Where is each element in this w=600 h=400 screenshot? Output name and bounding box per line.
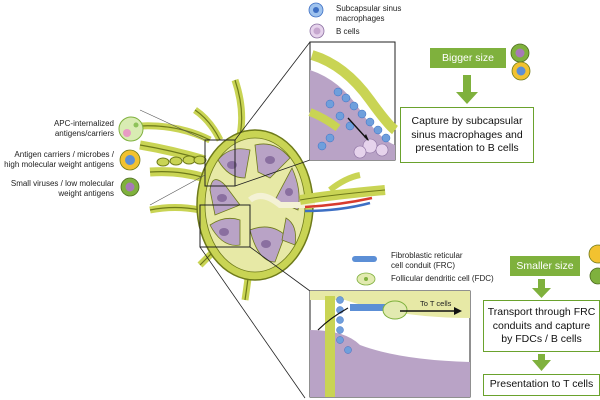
lower-inset [309,290,471,398]
small-virus-icon [120,177,140,197]
lymph-node [196,129,315,281]
label-small-viruses: Small viruses / low molecular weight ant… [10,179,114,198]
smaller-particle-icon-2 [589,267,600,285]
bigger-size-box: Bigger size [430,48,506,68]
bigger-particle-icon-2 [511,61,531,81]
fdc-legend-icon [356,272,376,286]
flow-arrow-bigger [456,75,478,104]
frc-legend-icon [352,256,377,262]
label-pointers [139,109,206,206]
label-antigen-carriers: Antigen carriers / microbes / high molec… [4,150,114,169]
to-t-cells-label: To T cells [420,299,452,308]
upper-inset [308,41,399,161]
smaller-size-result-box: Transport through FRC conduits and captu… [483,300,600,352]
legend-frc-label: Fibroblastic reticular cell conduit (FRC… [391,251,463,270]
efferent-vessels [299,172,386,213]
label-apc-internalized: APC-internalized antigens/carriers [53,119,114,138]
beaded-vessel [156,155,207,167]
bcell-legend-icon [309,23,325,39]
flow-arrow-smaller-1 [532,279,551,298]
zoom-box-upper [204,139,236,187]
flow-arrow-smaller-2 [532,354,551,371]
legend-bcell-label: B cells [336,27,360,36]
large-particle-icon [119,149,141,171]
presentation-t-cells-box: Presentation to T cells [483,374,600,396]
bigger-particle-icon-1 [510,43,530,63]
smaller-size-box: Smaller size [510,256,580,276]
legend-fdc-label: Follicular dendritic cell (FDC) [391,274,494,283]
bigger-size-result-box: Capture by subcapsular sinus macrophages… [400,107,534,163]
zoom-box-lower [199,204,251,248]
macrophage-legend-icon [308,2,324,18]
legend-macrophage-label: Subcapsular sinus macrophages [336,4,402,23]
apc-cell-icon [118,116,144,142]
smaller-particle-icon-1 [588,244,600,264]
zoom-lines [199,41,311,399]
